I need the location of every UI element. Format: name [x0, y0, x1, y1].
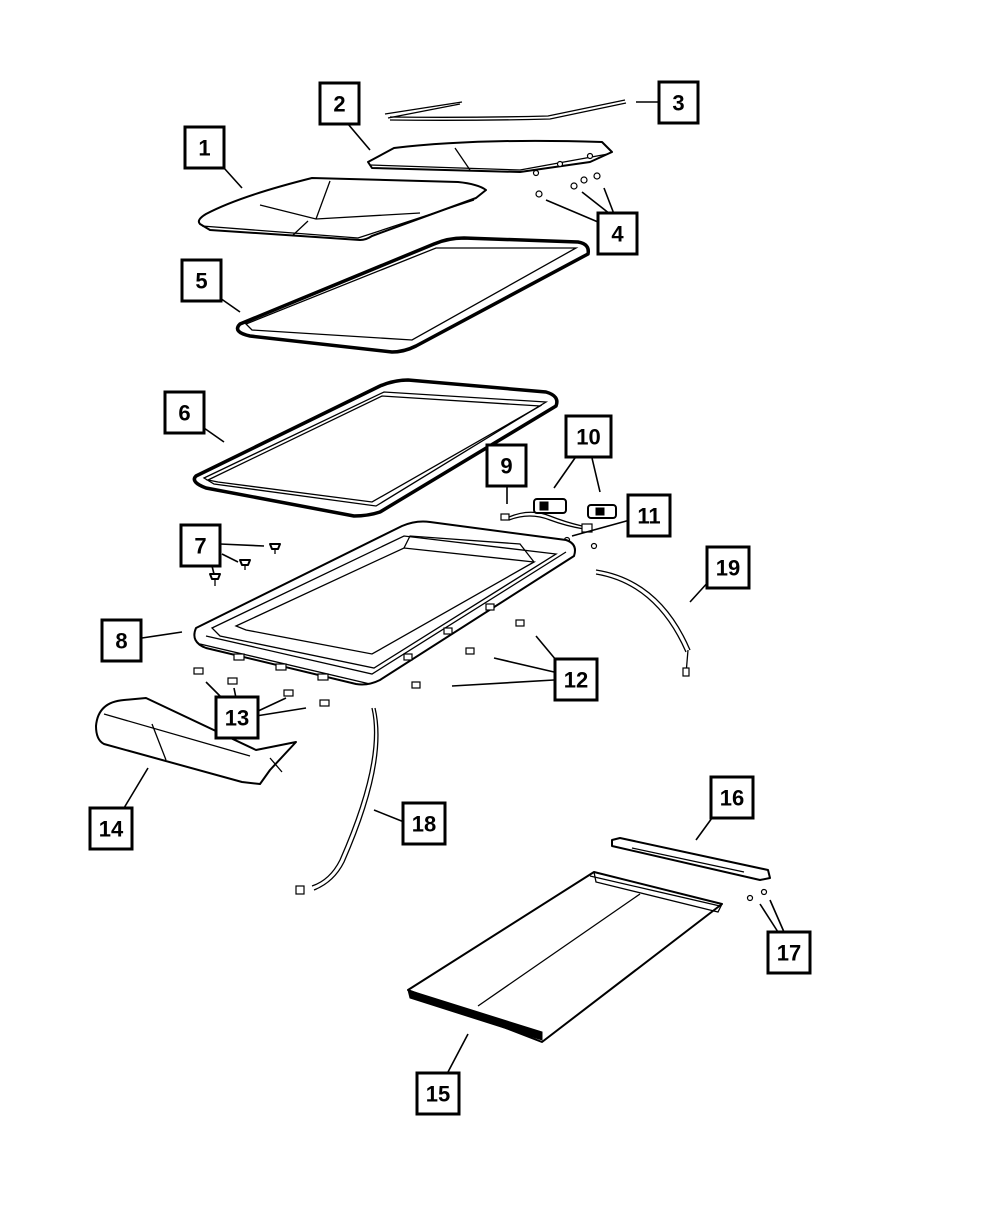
- part-13-pads: [193, 667, 330, 707]
- callout-14: 14: [88, 806, 134, 851]
- svg-text:16: 16: [720, 786, 744, 811]
- part-2-rear-glass: [367, 139, 613, 177]
- callout-6: 6: [163, 390, 206, 435]
- part-6-frame-seal: [192, 378, 559, 518]
- callout-11: 11: [626, 493, 672, 538]
- callout-4: 4: [596, 211, 639, 256]
- svg-text:11: 11: [637, 504, 660, 529]
- part-12-pads: [411, 619, 525, 689]
- callout-7: 7: [179, 523, 222, 568]
- callout-1: 1: [183, 125, 226, 170]
- callout-8: 8: [100, 618, 143, 663]
- part-3-wind-deflector: [384, 99, 627, 121]
- svg-text:9: 9: [500, 454, 512, 479]
- part-7-bolts: [209, 543, 281, 586]
- svg-text:10: 10: [576, 425, 600, 450]
- svg-text:14: 14: [99, 817, 124, 842]
- callout-3: 3: [657, 80, 700, 125]
- callout-12: 12: [553, 657, 599, 702]
- part-14-deflector-assembly: [95, 697, 297, 785]
- part-19-drain-hose: [595, 569, 691, 677]
- svg-text:5: 5: [195, 269, 207, 294]
- part-4-fasteners: [535, 172, 601, 198]
- svg-text:7: 7: [194, 534, 206, 559]
- callout-13: 13: [214, 695, 260, 740]
- part-10-motors: [533, 498, 617, 519]
- part-9-harness: [500, 511, 593, 533]
- svg-text:8: 8: [115, 629, 127, 654]
- svg-text:15: 15: [426, 1082, 450, 1107]
- callout-16: 16: [709, 775, 755, 820]
- svg-text:2: 2: [333, 92, 345, 117]
- part-1-front-glass: [197, 177, 487, 241]
- part-17-screws: [746, 888, 768, 902]
- part-16-bracket: [611, 837, 771, 881]
- part-8-sunroof-frame: [193, 520, 576, 686]
- svg-text:18: 18: [412, 812, 436, 837]
- part-18-drain-hose: [295, 707, 379, 895]
- svg-text:4: 4: [611, 222, 624, 247]
- svg-text:12: 12: [564, 668, 588, 693]
- callout-5: 5: [180, 258, 223, 303]
- svg-text:19: 19: [716, 556, 740, 581]
- svg-text:3: 3: [672, 91, 684, 116]
- callout-18: 18: [401, 801, 447, 846]
- leader-lines: [123, 101, 785, 1073]
- svg-text:6: 6: [178, 401, 190, 426]
- part-5-glass-seal: [235, 236, 591, 354]
- callout-19: 19: [705, 545, 751, 590]
- part-15-sunshade: [407, 871, 723, 1043]
- svg-text:17: 17: [777, 941, 801, 966]
- svg-text:13: 13: [225, 706, 249, 731]
- svg-text:1: 1: [198, 136, 210, 161]
- callout-9: 9: [485, 443, 528, 488]
- callout-15: 15: [415, 1071, 461, 1116]
- callout-2: 2: [318, 81, 361, 126]
- callout-10: 10: [564, 414, 613, 459]
- callout-17: 17: [766, 930, 812, 975]
